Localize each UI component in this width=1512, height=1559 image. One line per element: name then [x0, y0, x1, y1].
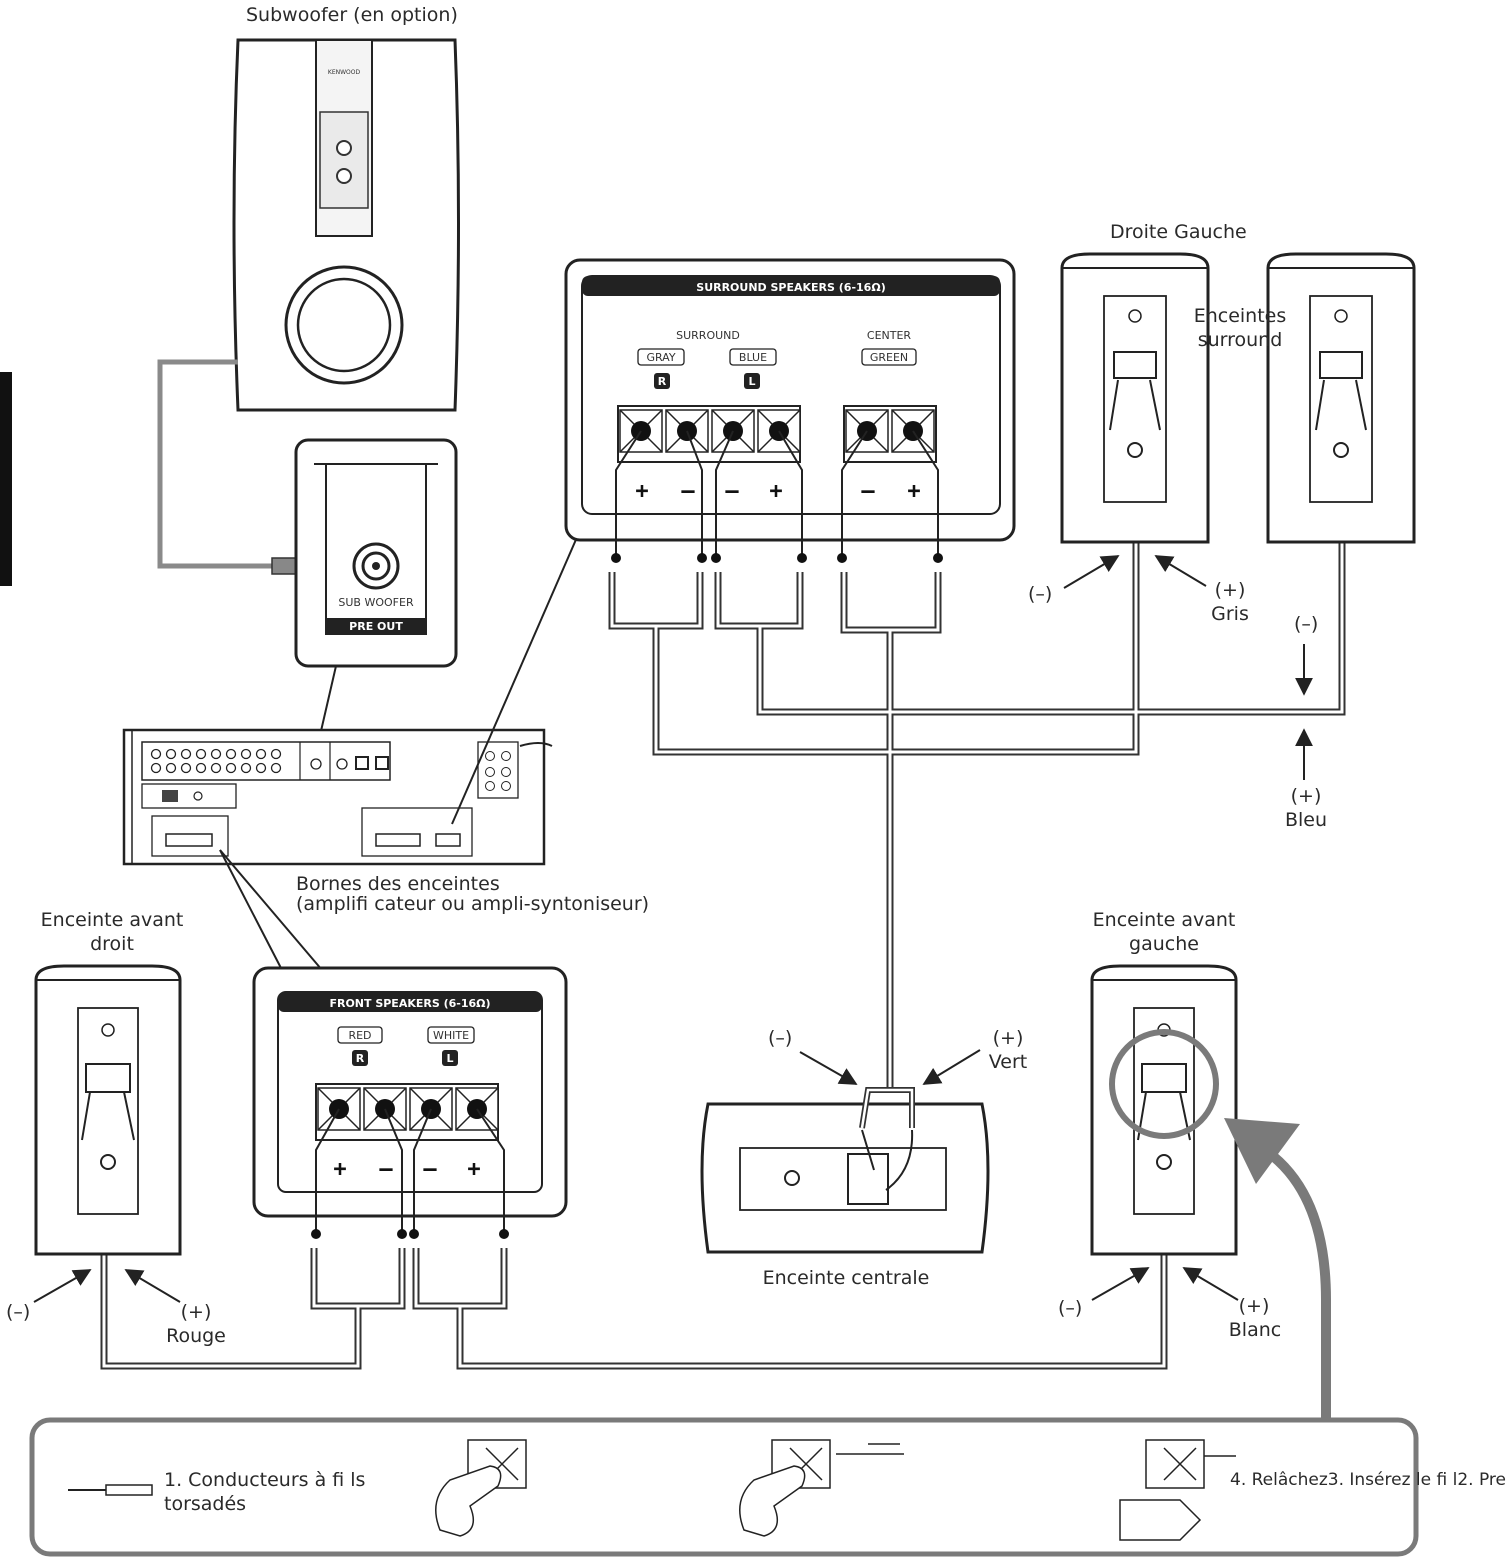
- blue-tag: BLUE: [739, 351, 767, 364]
- surround-group-label: SURROUND: [676, 329, 740, 342]
- sign-minus: –: [861, 479, 875, 504]
- white-tag: WHITE: [433, 1029, 469, 1042]
- front-polarity-arrows: [33, 1049, 1239, 1303]
- surround-panel-title: SURROUND SPEAKERS (6-16Ω): [696, 281, 885, 294]
- center-speaker: [700, 1087, 990, 1254]
- surround-wire-leads: [611, 430, 943, 563]
- surround-left-plus-label: (+): [1290, 785, 1322, 807]
- sign-plus: +: [769, 479, 782, 504]
- front-left-label: Enceinte avant gauche: [1092, 909, 1236, 955]
- center-speaker-label: Enceinte centrale: [762, 1267, 930, 1289]
- red-tag: RED: [348, 1029, 371, 1042]
- sign-minus: –: [423, 1157, 437, 1182]
- green-tag: GREEN: [870, 351, 908, 364]
- center-minus-label: (–): [768, 1027, 793, 1049]
- side-tab-marker: [0, 372, 12, 586]
- front-left-speaker: [1090, 964, 1238, 1256]
- step-illustration-release: [1119, 1439, 1236, 1541]
- front-terminal-panel: FRONT SPEAKERS (6-16Ω) RED WHITE R L + –: [252, 966, 568, 1218]
- surround-speakers-label: Enceintes surround: [1193, 305, 1287, 351]
- surround-right-left-label: Droite Gauche: [1110, 221, 1247, 243]
- gris-label: Gris: [1211, 603, 1249, 625]
- blanc-label: Blanc: [1228, 1319, 1282, 1341]
- surround-terminal-panel: SURROUND SPEAKERS (6-16Ω) SURROUND CENTE…: [564, 258, 1016, 542]
- rouge-label: Rouge: [166, 1325, 226, 1347]
- surround-minus-label: (–): [1028, 583, 1053, 605]
- step-illustration-insert: [739, 1439, 904, 1537]
- vert-label: Vert: [988, 1051, 1028, 1073]
- front-right-minus-label: (–): [6, 1301, 31, 1323]
- sign-minus: –: [725, 479, 739, 504]
- center-group-label: CENTER: [867, 329, 912, 342]
- surround-polarity-arrows: [1063, 555, 1313, 780]
- surround-plus-label: (+): [1214, 579, 1246, 601]
- front-l-badge: L: [446, 1052, 453, 1065]
- steps-tail-label: 4. Relâchez3. Insérez le fi l2. Pre: [1230, 1470, 1506, 1490]
- bleu-label: Bleu: [1284, 809, 1328, 831]
- sign-plus: +: [333, 1157, 346, 1182]
- surround-speaker-left: [1266, 252, 1416, 544]
- subwoofer-brand: KENWOOD: [328, 69, 361, 76]
- highlight-circle: [1109, 1029, 1219, 1139]
- step-pointer-arrow: [1224, 1118, 1331, 1418]
- receiver-back-panel: [122, 511, 589, 971]
- front-r-badge: R: [356, 1052, 365, 1065]
- front-right-plus-label: (+): [180, 1301, 212, 1323]
- front-wire-leads: [311, 1108, 509, 1239]
- front-right-label: Enceinte avant droit: [40, 909, 184, 955]
- sub-woofer-jack-label: SUB WOOFER: [338, 596, 414, 609]
- sign-plus: +: [635, 479, 648, 504]
- surround-speaker-right: [1060, 252, 1210, 544]
- pre-out-label: PRE OUT: [349, 620, 403, 633]
- sign-minus: –: [379, 1157, 393, 1182]
- sign-plus: +: [907, 479, 920, 504]
- steps-panel: [29, 1417, 1419, 1557]
- gray-tag: GRAY: [646, 351, 675, 364]
- surround-r-badge: R: [658, 375, 667, 388]
- step1-label: 1. Conducteurs à fi ls torsadés: [164, 1469, 366, 1515]
- sign-plus: +: [467, 1157, 480, 1182]
- sub-preout-callout: SUB WOOFER PRE OUT: [294, 438, 458, 745]
- front-left-minus-label: (–): [1058, 1297, 1083, 1319]
- front-left-plus-label: (+): [1238, 1295, 1270, 1317]
- sign-minus: –: [681, 479, 695, 504]
- surround-left-minus-label: (–): [1294, 613, 1319, 635]
- front-right-speaker: [34, 964, 182, 1256]
- step-illustration-press: [435, 1439, 527, 1537]
- subwoofer-label: Subwoofer (en option): [246, 4, 458, 26]
- surround-l-badge: L: [748, 375, 755, 388]
- center-plus-label: (+): [992, 1027, 1024, 1049]
- subwoofer: KENWOOD: [232, 38, 460, 412]
- terminals-subtitle: (amplifi cateur ou ampli-syntoniseur): [296, 893, 650, 915]
- front-panel-title: FRONT SPEAKERS (6-16Ω): [329, 997, 490, 1010]
- terminals-title: Bornes des enceintes: [296, 873, 500, 895]
